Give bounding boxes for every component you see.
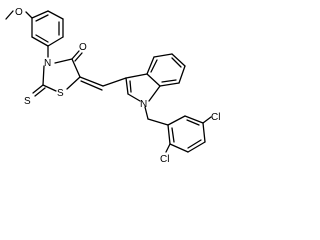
benzyl-ring-bond [167, 115, 186, 126]
dichlorobenzyl-group [147, 115, 212, 153]
benzo-bond [159, 82, 180, 87]
benzyl-ring-bond [184, 115, 204, 124]
c5-s-bond [66, 76, 81, 90]
exocyclic-double-bond [79, 76, 104, 87]
benzyl-ring-bond [167, 124, 171, 145]
c3-c3a-bond [125, 73, 148, 79]
methyl-bond [5, 10, 14, 20]
benzo-bond [146, 56, 155, 75]
benzyl-double-bond [186, 119, 200, 126]
chlorine-top-label: Cl [211, 112, 220, 123]
benzo-double-bond [150, 59, 158, 73]
carbonyl-double-bond [74, 52, 83, 62]
rhodanine-ring [32, 50, 83, 97]
indole-nitrogen-label: N [140, 99, 147, 110]
s-c2-bond [42, 84, 57, 92]
n-benzyl-bond [144, 106, 149, 120]
phenyl-bond [31, 36, 49, 47]
methoxyphenyl-group [5, 10, 64, 58]
benzo-bond [178, 65, 186, 84]
ch2-ring-bond [147, 118, 169, 126]
thiazolidine-nitrogen-label: N [44, 58, 51, 69]
methine-indole-bond [102, 77, 127, 87]
methoxy-oxygen-label: O [15, 7, 23, 18]
benzo-double-bond [171, 57, 182, 68]
carbonyl-double-bond [71, 50, 80, 60]
benzyl-ring-bond [202, 122, 206, 143]
structure-drawing: O O N S S N Cl Cl [5, 7, 220, 165]
benzyl-double-bond [171, 127, 175, 143]
phenyl-bond [47, 36, 64, 47]
phenyl-double-bond [35, 34, 49, 43]
c7a-n-bond [148, 85, 161, 102]
thione-double-bond [34, 87, 46, 97]
benzyl-double-bond [187, 139, 202, 149]
thione-sulfur-label: S [24, 96, 31, 107]
carbonyl-oxygen-label: O [79, 42, 87, 53]
benzo-double-bond [161, 79, 177, 83]
cl-top-bond [202, 116, 212, 124]
benzyl-ring-bond [187, 141, 206, 153]
molecule-canvas: O O N S S N Cl Cl [5, 7, 220, 165]
c2-n-bond [42, 65, 45, 86]
n-carbonyl-c-bond [54, 58, 73, 64]
benzo-bond [153, 53, 173, 58]
phenyl-bond [47, 10, 64, 20]
ring-sulfur-label: S [57, 88, 64, 99]
phenyl-double-bond [35, 14, 49, 22]
n-c2-bond [127, 93, 141, 102]
benzo-bond [171, 53, 186, 67]
methylidene-linker [79, 76, 127, 91]
chlorine-bottom-label: Cl [160, 154, 169, 165]
carbonyl-c-c5-bond [71, 58, 81, 78]
cl-bottom-bond [165, 143, 171, 153]
c2-c3-double-bond [129, 80, 132, 93]
phenyl-bond [31, 10, 49, 19]
c2-c3-bond [125, 77, 129, 95]
exocyclic-double-bond [80, 80, 103, 91]
thione-double-bond [32, 84, 44, 94]
methoxy-o-ring-bond [25, 11, 33, 19]
indole-group [125, 53, 186, 120]
c3a-c7a-bond [146, 73, 161, 87]
benzyl-ring-bond [169, 143, 189, 153]
